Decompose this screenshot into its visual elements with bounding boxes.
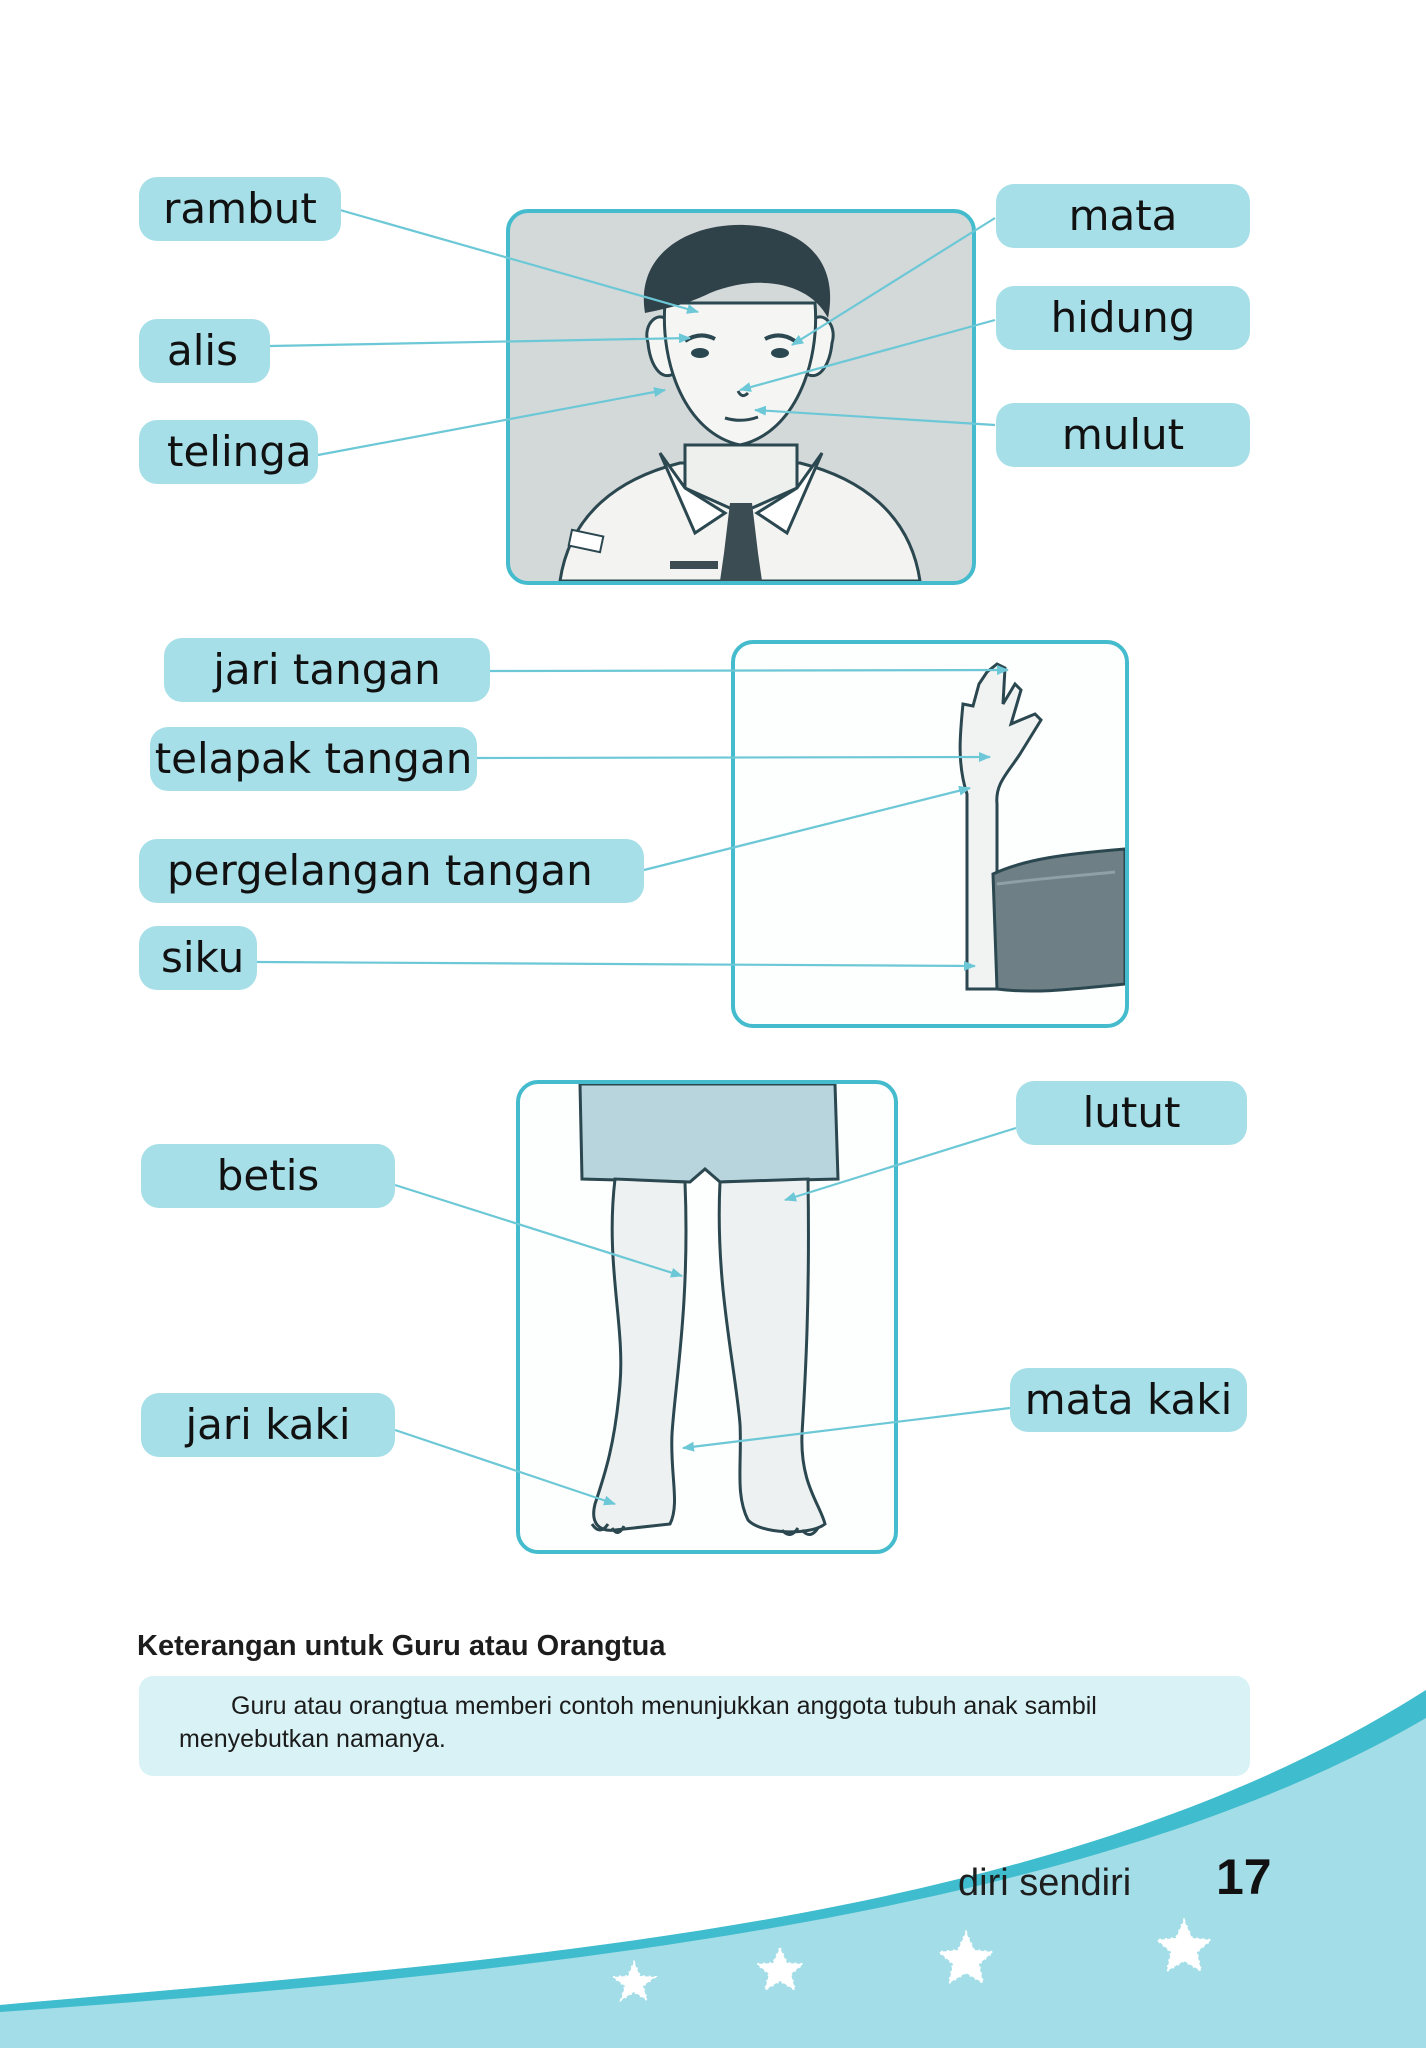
legs-illustration-frame	[516, 1080, 898, 1554]
label-jari-kaki: jari kaki	[141, 1393, 395, 1457]
line-telinga	[317, 387, 666, 457]
boy-face-illustration	[558, 224, 922, 581]
legs-illustration	[578, 1084, 840, 1536]
label-rambut: rambut	[139, 177, 341, 241]
line-lutut	[784, 1126, 1017, 1202]
line-telapak-tangan	[476, 752, 991, 763]
note-title: Keterangan untuk Guru atau Orangtua	[137, 1630, 666, 1662]
line-jari-tangan	[489, 665, 1009, 676]
note-box: Guru atau orangtua memberi contoh menunj…	[139, 1676, 1250, 1776]
star-icons	[610, 1917, 1214, 2003]
label-jari-tangan: jari tangan	[164, 638, 490, 702]
label-telinga: telinga	[139, 420, 318, 484]
label-betis: betis	[141, 1144, 395, 1208]
line-pergelangan-tangan	[643, 785, 971, 872]
page-number: 17	[1216, 1849, 1272, 1905]
label-mulut: mulut	[996, 403, 1250, 467]
label-pergelangan-tangan: pergelangan tangan	[139, 839, 644, 903]
label-alis: alis	[139, 319, 270, 383]
label-mata: mata	[996, 184, 1250, 248]
line-rambut	[339, 208, 699, 314]
note-text: Guru atau orangtua memberi contoh menunj…	[179, 1692, 1097, 1753]
label-lutut: lutut	[1016, 1081, 1247, 1145]
arm-illustration-frame	[731, 640, 1129, 1028]
label-hidung: hidung	[996, 286, 1250, 350]
label-siku: siku	[139, 926, 257, 990]
line-mata	[791, 217, 996, 346]
line-alis	[269, 333, 691, 348]
face-illustration-frame	[506, 209, 976, 585]
chapter-name: diri sendiri	[958, 1862, 1132, 1904]
line-mata-kaki	[682, 1406, 1011, 1452]
line-jari-kaki	[394, 1428, 616, 1506]
label-mata-kaki: mata kaki	[1010, 1368, 1247, 1432]
label-telapak-tangan: telapak tangan	[150, 727, 477, 791]
line-mulut	[754, 405, 996, 427]
line-hidung	[739, 318, 996, 392]
line-betis	[394, 1183, 683, 1278]
line-siku	[256, 960, 976, 971]
